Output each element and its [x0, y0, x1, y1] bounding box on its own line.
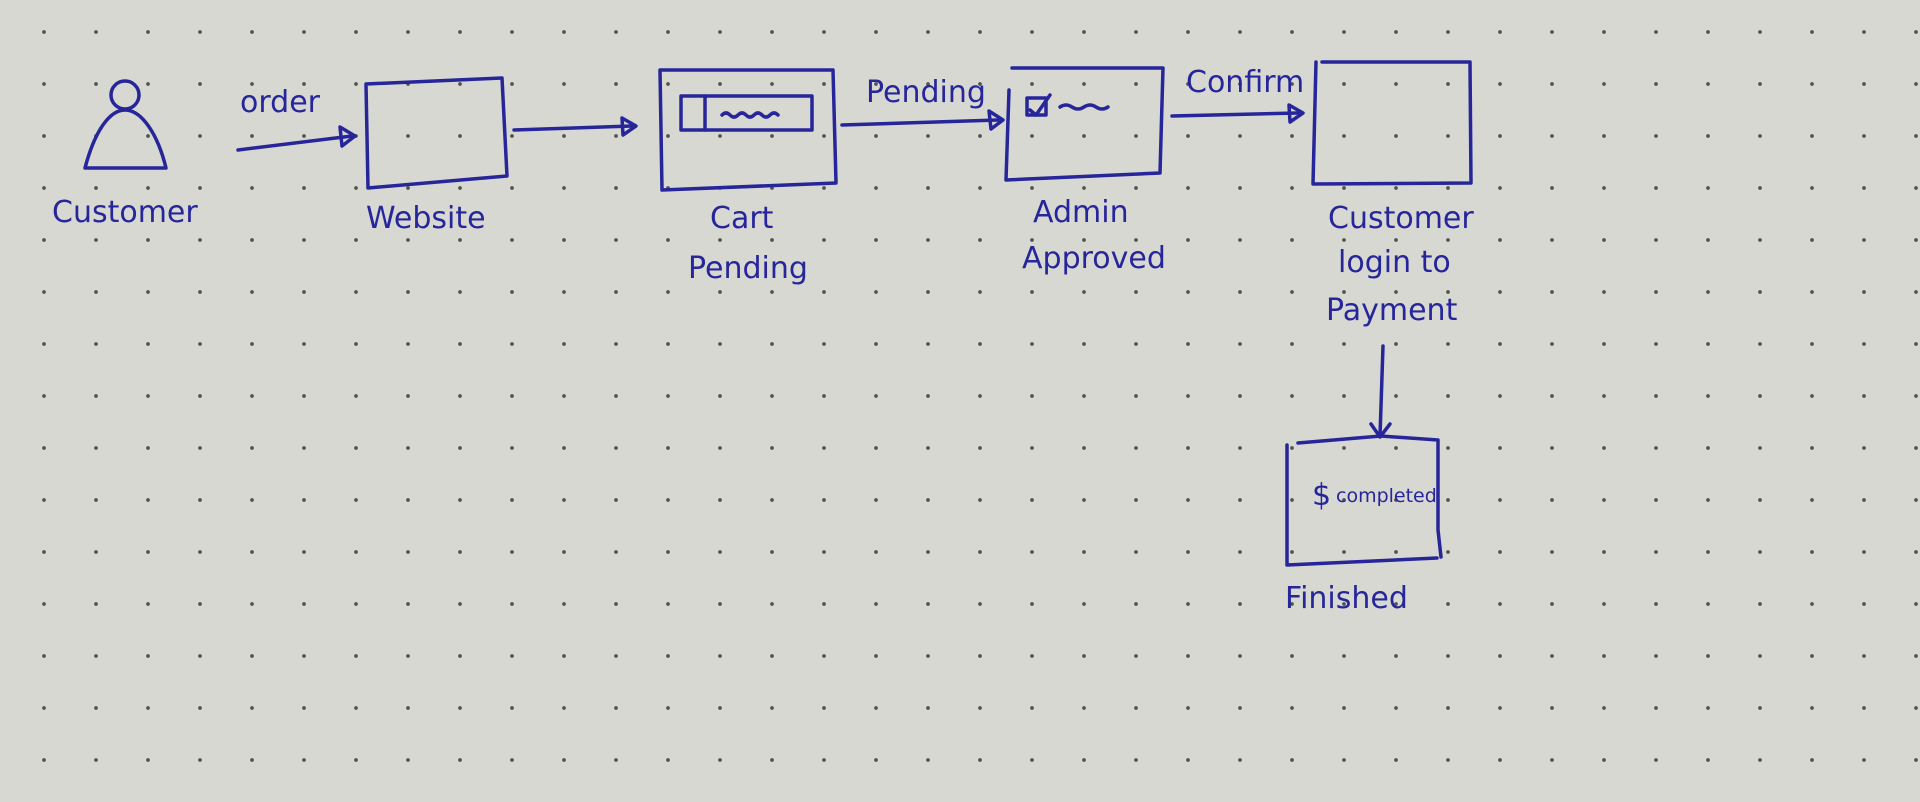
finished-node: $ completed Finished — [1285, 434, 1443, 616]
edge-website-to-cart — [512, 116, 638, 137]
edge-label-order: order — [240, 85, 321, 120]
customer-node: Customer — [52, 79, 198, 230]
arrowhead-icon — [338, 125, 357, 148]
checkbox-checked-icon — [1025, 93, 1052, 117]
arrowhead-icon — [987, 109, 1005, 131]
edge-admin-to-payment: Confirm — [1170, 65, 1305, 124]
customer-label: Customer — [52, 195, 198, 230]
arrow-line — [236, 134, 354, 152]
finished-label: Finished — [1285, 581, 1408, 616]
squiggle-text-icon — [1058, 103, 1110, 111]
website-label: Website — [366, 201, 486, 236]
arrowhead-icon — [1287, 103, 1305, 124]
edge-payment-to-finished — [1369, 344, 1392, 439]
completed-text: completed — [1336, 485, 1437, 507]
payment-node: Customer login to Payment — [1311, 60, 1474, 328]
edge-label-confirm: Confirm — [1186, 65, 1304, 100]
arrowhead-icon — [620, 116, 638, 137]
payment-label-line2: login to — [1338, 245, 1451, 280]
edge-customer-to-website: order — [236, 85, 357, 152]
dollar-icon: $ — [1312, 478, 1331, 513]
admin-node: Admin Approved — [1004, 66, 1166, 276]
squiggle-text-icon — [720, 111, 780, 119]
edge-cart-to-admin: Pending — [840, 75, 1005, 131]
person-icon — [83, 79, 168, 170]
admin-label-line1: Admin — [1033, 195, 1129, 230]
cart-label-line1: Cart — [710, 201, 774, 236]
website-node: Website — [364, 76, 509, 236]
progress-bar-icon — [679, 94, 814, 132]
payment-label-line1: Customer — [1328, 201, 1474, 236]
admin-label-line2: Approved — [1022, 241, 1166, 276]
cart-node: Cart Pending — [658, 68, 838, 286]
payment-label-line3: Payment — [1326, 293, 1458, 328]
cart-label-line2: Pending — [688, 251, 808, 286]
edge-label-pending: Pending — [866, 75, 986, 110]
